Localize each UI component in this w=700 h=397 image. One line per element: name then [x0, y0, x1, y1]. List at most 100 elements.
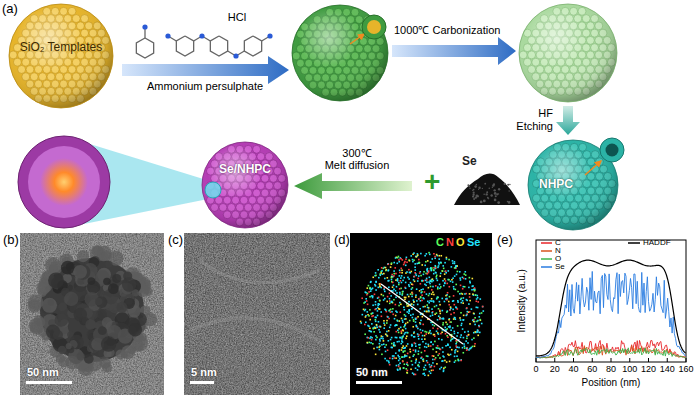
element-dot	[405, 338, 407, 340]
element-dot	[430, 345, 432, 347]
powder-grain	[473, 189, 475, 191]
tick-label: 100	[622, 364, 637, 374]
element-dot	[380, 337, 382, 339]
element-dot	[386, 320, 388, 322]
element-dot	[387, 263, 389, 265]
element-dot	[441, 339, 443, 341]
element-dot	[409, 272, 411, 274]
element-dot	[438, 262, 440, 264]
element-dot	[427, 271, 429, 273]
element-dot	[430, 333, 432, 335]
element-dot	[421, 280, 423, 282]
particle-grain	[73, 265, 87, 279]
element-dot	[460, 360, 462, 362]
element-dot	[375, 275, 377, 277]
element-dot	[466, 349, 468, 351]
element-dot	[404, 355, 406, 357]
element-dot	[360, 321, 362, 323]
element-dot	[421, 300, 423, 302]
element-dot	[391, 301, 393, 303]
element-dot	[401, 282, 403, 284]
element-dot	[382, 338, 384, 340]
element-dot	[376, 327, 378, 329]
element-dot	[408, 259, 410, 261]
aniline-structure	[136, 24, 272, 58]
element-dot	[375, 281, 377, 283]
element-dot	[375, 321, 377, 323]
axis-tick	[536, 358, 537, 362]
element-dot	[414, 276, 416, 278]
element-dot	[365, 298, 367, 300]
element-dot	[389, 293, 391, 295]
powder-grain	[476, 184, 478, 186]
element-dot	[460, 319, 462, 321]
particle-grain	[102, 317, 113, 328]
element-dot	[395, 273, 397, 275]
element-dot	[473, 332, 475, 334]
element-dot	[468, 287, 470, 289]
element-dot	[415, 374, 417, 376]
particle-grain	[101, 336, 117, 352]
element-label: O	[456, 236, 465, 249]
element-dot	[457, 360, 459, 362]
element-dot	[440, 262, 442, 264]
element-dot	[428, 310, 430, 312]
element-dot	[482, 310, 484, 312]
element-dot	[407, 343, 409, 345]
element-dot	[401, 356, 403, 358]
element-dot	[456, 265, 458, 267]
element-dot	[460, 285, 462, 287]
element-dot	[401, 340, 403, 342]
element-dot	[455, 284, 457, 286]
element-dot	[405, 328, 407, 330]
particle-grain	[129, 323, 143, 337]
element-dot	[399, 369, 401, 371]
element-dot	[367, 303, 369, 305]
element-dot	[388, 318, 390, 320]
element-dot	[413, 354, 415, 356]
element-dot	[466, 307, 468, 309]
element-dot	[443, 285, 445, 287]
element-dot	[465, 278, 467, 280]
element-dot	[431, 300, 433, 302]
element-dot	[417, 316, 419, 318]
element-dot	[386, 334, 388, 336]
element-dot	[383, 340, 385, 342]
element-dot	[449, 296, 451, 298]
element-dot	[438, 338, 440, 340]
element-dot	[423, 271, 425, 273]
element-dot	[379, 349, 381, 351]
element-dot	[428, 281, 430, 283]
element-dot	[449, 347, 451, 349]
element-dot	[471, 339, 473, 341]
element-dot	[376, 337, 378, 339]
element-dot	[416, 263, 418, 265]
element-dot	[441, 270, 443, 272]
element-dot	[372, 343, 374, 345]
element-dot	[437, 355, 439, 357]
element-dot	[400, 268, 402, 270]
powder-grain	[494, 189, 496, 191]
element-dot	[367, 337, 369, 339]
node-label: Se	[462, 155, 477, 169]
element-dot	[459, 317, 461, 319]
element-dot	[428, 310, 430, 312]
element-dot	[397, 280, 399, 282]
element-dot	[390, 301, 392, 303]
element-dot	[439, 348, 441, 350]
element-dot	[447, 270, 449, 272]
element-dot	[413, 259, 415, 261]
element-dot	[387, 349, 389, 351]
element-dot	[429, 371, 431, 373]
element-dot	[371, 316, 373, 318]
element-dot	[415, 325, 417, 327]
element-dot	[410, 282, 412, 284]
element-dot	[380, 311, 382, 313]
element-dot	[461, 298, 463, 300]
selenium-powder: Se	[452, 155, 522, 207]
element-dot	[386, 301, 388, 303]
element-dot	[427, 301, 429, 303]
element-dot	[453, 312, 455, 314]
element-dot	[439, 353, 441, 355]
element-dot	[446, 324, 448, 326]
